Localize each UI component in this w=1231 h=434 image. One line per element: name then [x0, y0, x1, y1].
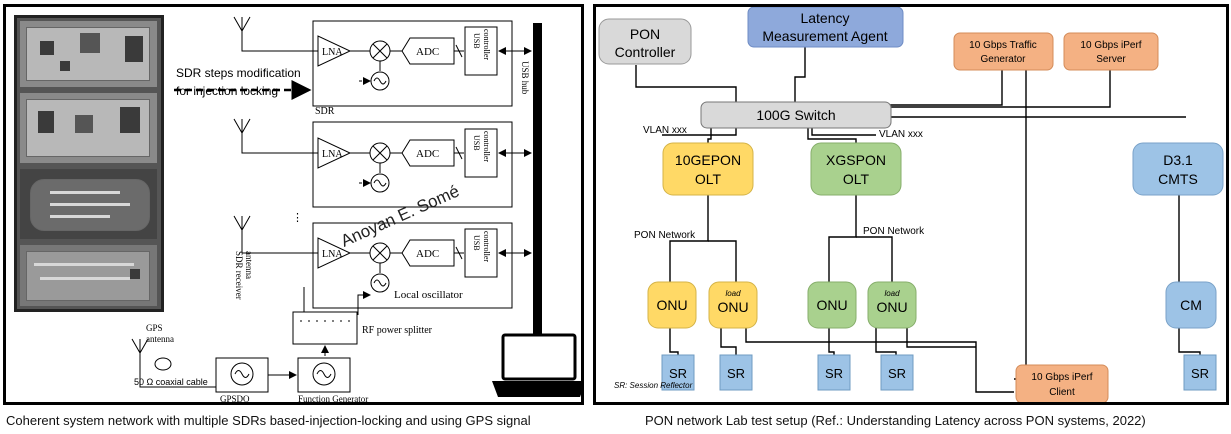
usb-label: USB: [472, 235, 481, 251]
legend-text: SR: Session Reflector: [614, 381, 693, 390]
cmts-l2: CMTS: [1158, 171, 1198, 187]
gps-label: GPS: [146, 323, 163, 333]
olt2-l2: OLT: [843, 171, 870, 187]
usb-label: USB: [472, 33, 481, 49]
pon-network-figure: PON Controller Latency Measurement Agent…: [593, 4, 1229, 405]
sdr-board-photo-2: [20, 93, 157, 163]
session-reflector-box: SR: [1183, 354, 1217, 391]
coax-loop: [154, 357, 172, 371]
lna-label: LNA: [322, 149, 343, 160]
onu-load-label: ONU: [717, 299, 748, 315]
switch-label: 100G Switch: [756, 107, 835, 123]
left-caption: Coherent system network with multiple SD…: [6, 413, 531, 428]
onu-load-box: load ONU: [708, 281, 758, 329]
usb-hub-bar: [533, 23, 542, 335]
usb-label: USB: [472, 135, 481, 151]
onu-load-tag: load: [725, 289, 741, 298]
traffic-generator-box: 10 Gbps Traffic Generator: [953, 32, 1054, 71]
sdr-steps-text: SDR steps modification: [176, 66, 301, 80]
cm-box: CM: [1165, 281, 1217, 329]
connection-lines: [635, 47, 1201, 393]
onu-box-xgs: ONU: [807, 281, 857, 329]
adc-label: ADC: [416, 248, 439, 260]
onu-label: ONU: [656, 297, 687, 313]
cmts-box: D3.1 CMTS: [1132, 142, 1224, 196]
pon-controller-box: PON Controller: [598, 18, 692, 65]
rf-splitter-label: RF power splitter: [362, 325, 433, 336]
iperf-client-l2: Client: [1049, 387, 1075, 398]
switch-box: 100G Switch: [700, 101, 892, 129]
onu-load-box-xgs: load ONU: [867, 281, 917, 329]
right-caption: PON network Lab test setup (Ref.: Unders…: [645, 413, 1146, 428]
vlan-left-label: VLAN xxx: [643, 125, 687, 136]
usb-hub-label: USB hub: [520, 61, 530, 95]
onu-box: ONU: [647, 281, 697, 329]
sr-label: SR: [669, 366, 687, 381]
controller-label: controller: [482, 231, 491, 262]
controller-label: controller: [482, 131, 491, 162]
onu-xgs-load-label: ONU: [876, 299, 907, 315]
adc-label: ADC: [416, 46, 439, 58]
rf-power-splitter: [292, 311, 358, 345]
session-reflector-box: SR: [880, 354, 914, 391]
session-reflector-box: SR: [719, 354, 753, 391]
sr-label: SR: [825, 366, 843, 381]
antenna-icon: [131, 16, 318, 388]
pon-network-label-1: PON Network: [634, 230, 696, 241]
cm-label: CM: [1180, 297, 1202, 313]
iperf-server-l1: 10 Gbps iPerf: [1080, 40, 1141, 51]
latency-agent-l1: Latency: [800, 10, 849, 26]
cmts-l1: D3.1: [1163, 152, 1193, 168]
sdr-schematic: SDR steps modification for injection loc…: [131, 16, 581, 402]
pon-controller-l2: Controller: [615, 44, 676, 60]
lna-label: LNA: [322, 47, 343, 58]
adc-label: ADC: [416, 148, 439, 160]
iperf-server-box: 10 Gbps iPerf Server: [1063, 32, 1159, 71]
local-oscillator-label: Local oscillator: [394, 289, 463, 301]
olt2-l1: XGSPON: [826, 152, 886, 168]
pon-network-label-2: PON Network: [863, 226, 925, 237]
sr-label: SR: [888, 366, 906, 381]
sdr-board-photo-3: [20, 169, 157, 239]
injection-text: for injection locking: [176, 84, 278, 98]
onu-xgs-load-tag: load: [884, 289, 900, 298]
coax-label: 50 Ω coaxial cable: [134, 377, 208, 387]
gps-antenna-label: antenna: [146, 334, 174, 344]
controller-label: controller: [482, 29, 491, 60]
sdr-board-photo-4: [20, 245, 157, 306]
vlan-right-label: VLAN xxx: [879, 129, 923, 140]
sdr-network-figure: SDR steps modification for injection loc…: [3, 4, 584, 405]
sdr-label: SDR: [315, 106, 335, 117]
latency-agent-box: Latency Measurement Agent: [747, 7, 904, 48]
traffic-gen-l2: Generator: [980, 54, 1026, 65]
olt1-l2: OLT: [695, 171, 722, 187]
onu-xgs-label: ONU: [816, 297, 847, 313]
pon-controller-l1: PON: [630, 26, 660, 42]
sdr-board-photo-1: [20, 21, 157, 87]
latency-agent-l2: Measurement Agent: [762, 28, 887, 44]
session-reflector-box: SR: [817, 354, 851, 391]
ellipsis-dots: ⋮: [292, 212, 303, 224]
olt-10gepon-box: 10GEPON OLT: [662, 142, 754, 196]
iperf-server-l2: Server: [1096, 54, 1126, 65]
session-reflector-box: SR: [661, 354, 695, 391]
iperf-client-box: 10 Gbps iPerf Client: [1015, 364, 1109, 402]
olt-xgspon-box: XGSPON OLT: [810, 142, 902, 196]
iperf-client-l1: 10 Gbps iPerf: [1031, 372, 1092, 383]
receiver-antenna-label: SDR receiver: [234, 251, 244, 300]
sdr-photo-strip: [14, 15, 164, 312]
receiver-antenna-label-2: antenna: [244, 251, 254, 279]
olt1-l1: 10GEPON: [675, 152, 741, 168]
laptop-icon: [492, 333, 581, 397]
sr-label: SR: [727, 366, 745, 381]
lna-label: LNA: [322, 249, 343, 260]
gpsdo-label: GPSDO: [220, 394, 250, 402]
function-generator-label: Function Generator: [298, 394, 368, 402]
traffic-gen-l1: 10 Gbps Traffic: [969, 40, 1037, 51]
sr-label: SR: [1191, 366, 1209, 381]
pon-diagram: PON Controller Latency Measurement Agent…: [598, 7, 1224, 402]
